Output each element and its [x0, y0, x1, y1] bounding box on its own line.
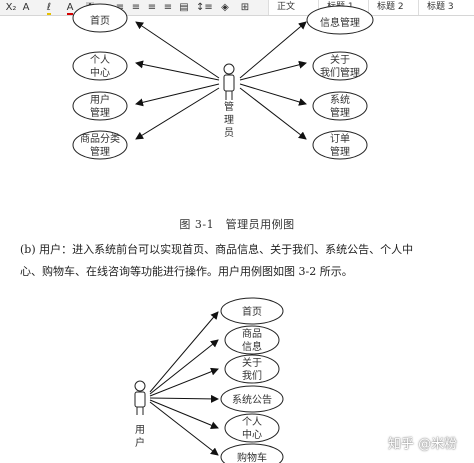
usecase-info-mgmt: 信息管理 [320, 16, 360, 29]
admin-actor-label-1: 管 [224, 100, 234, 113]
font-case-icon[interactable]: A [22, 2, 30, 13]
figure-caption: 图 3-1 管理员用例图 [179, 218, 295, 231]
usecase-cart: 购物车 [237, 451, 267, 463]
usecase-personal-center-1: 个人 [90, 54, 110, 66]
usecase-order-mgmt-1: 订单 [330, 133, 350, 145]
style-heading-2[interactable]: 标题 2 [368, 0, 418, 15]
usecase-ellipse [224, 354, 280, 384]
usecase-personal-center-2: 中心 [242, 428, 262, 441]
usecase-home: 首页 [242, 305, 262, 318]
justify-icon[interactable]: ≡ [163, 2, 173, 13]
highlight-color-icon[interactable]: ℓ [46, 2, 52, 15]
align-right-icon[interactable]: ≡ [147, 2, 157, 13]
usecase-system-mgmt-1: 系统 [330, 93, 350, 106]
admin-actor [223, 63, 235, 100]
usecase-about-mgmt-1: 关于 [330, 53, 350, 66]
admin-actor-label-3: 员 [224, 127, 234, 139]
usecase-category-mgmt-2: 管理 [90, 145, 110, 158]
usecase-announcement: 系统公告 [232, 393, 272, 406]
usecase-user-mgmt-2: 管理 [90, 106, 110, 119]
watermark: 知乎 @米粉 [388, 437, 458, 452]
assoc-arrow [239, 60, 307, 81]
usecase-ellipse [72, 91, 128, 121]
assoc-arrow [149, 394, 219, 403]
usecase-goods-info-1: 商品 [242, 327, 262, 340]
usecase-user-mgmt-1: 用户 [90, 93, 110, 106]
assoc-arrow [149, 367, 219, 397]
usecase-category-mgmt-1: 商品分类 [80, 132, 120, 145]
usecase-ellipse [220, 385, 284, 413]
usecase-ellipse [224, 413, 280, 443]
assoc-arrow [239, 87, 307, 140]
paragraph-line-2: 心、购物车、在线咨询等功能进行操作。用户用例图如图 3-2 所示。 [20, 265, 353, 278]
paragraph-line-1: (b) 用户：进入系统前台可以实现首页、商品信息、关于我们、系统公告、个人中 [20, 243, 414, 256]
usecase-ellipse [224, 325, 280, 355]
usecase-ellipse [72, 3, 128, 33]
user-actor-label-1: 用 [135, 425, 145, 436]
borders-icon[interactable]: ⊞ [240, 2, 250, 13]
usecase-home: 首页 [90, 14, 110, 27]
shading-icon[interactable]: ◈ [221, 2, 229, 13]
usecase-ellipse [220, 297, 284, 325]
font-color-icon[interactable]: A [66, 2, 74, 15]
admin-use-case-diagram: 管 理 员 首页 个人 中心 用户 管理 商品分类 管理 信息管理 关于 我们管… [72, 3, 374, 160]
usecase-about-us-1: 关于 [242, 356, 262, 369]
assoc-arrow [149, 311, 219, 393]
subscript-icon[interactable]: X₂ [5, 2, 17, 13]
line-spacing-icon[interactable]: ↕≡ [196, 2, 213, 13]
usecase-ellipse [72, 130, 128, 160]
usecase-ellipse [312, 51, 368, 81]
usecase-order-mgmt-2: 管理 [330, 145, 350, 158]
user-use-case-diagram: 用 户 首页 商品 信息 关于 我们 系统公告 个人 中心 购物车 [134, 297, 284, 463]
style-heading-3[interactable]: 标题 3 [418, 0, 474, 15]
assoc-arrow [149, 399, 219, 430]
distributed-align-icon[interactable]: ▤ [179, 2, 189, 13]
user-actor-label-2: 户 [135, 436, 145, 449]
assoc-arrow [135, 87, 220, 140]
usecase-personal-center-1: 个人 [242, 416, 262, 428]
assoc-arrow [135, 60, 220, 81]
align-left-icon[interactable]: ≡ [115, 2, 125, 13]
assoc-arrow [239, 21, 307, 79]
usecase-about-us-2: 我们 [242, 369, 262, 382]
user-actor [134, 380, 146, 415]
usecase-ellipse [312, 130, 368, 160]
admin-actor-label-2: 理 [224, 114, 234, 126]
usecase-ellipse [220, 443, 284, 463]
usecase-about-mgmt-2: 我们管理 [320, 66, 360, 79]
usecase-goods-info-2: 信息 [242, 340, 262, 353]
usecase-ellipse [312, 91, 368, 121]
style-normal[interactable]: 正文 [268, 0, 318, 15]
usecase-ellipse [306, 5, 374, 35]
assoc-arrow [239, 83, 307, 106]
usecase-system-mgmt-2: 管理 [330, 106, 350, 119]
usecase-personal-center-2: 中心 [90, 66, 110, 79]
usecase-ellipse [72, 51, 128, 81]
assoc-arrow [149, 339, 219, 395]
assoc-arrow [135, 21, 220, 79]
align-center-icon[interactable]: ≡ [131, 2, 141, 13]
assoc-arrow [135, 83, 220, 107]
assoc-arrow [149, 401, 219, 456]
